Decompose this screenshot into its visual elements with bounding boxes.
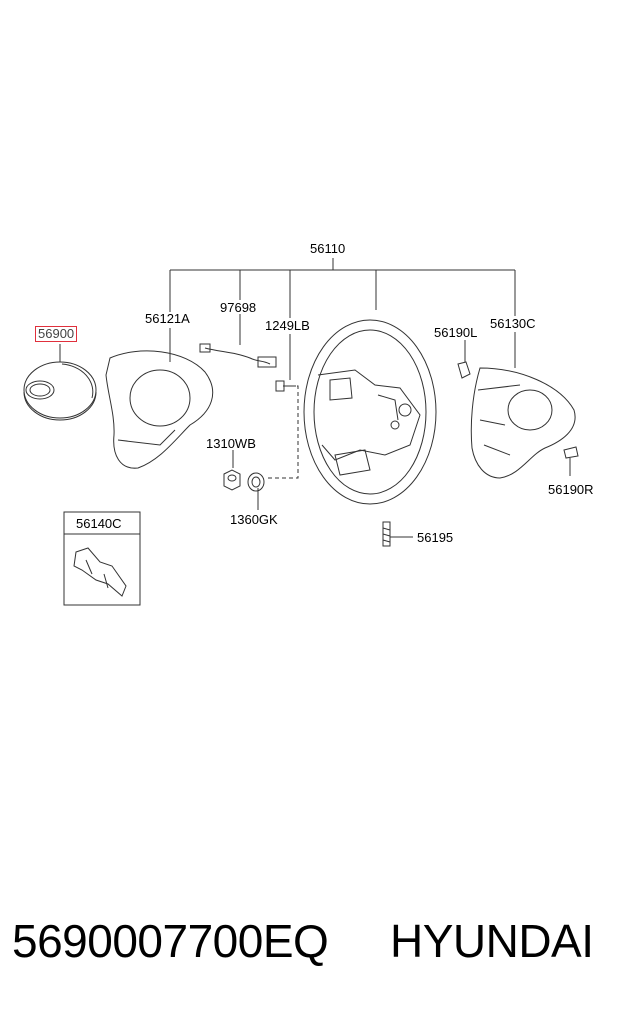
label-nut: 1310WB <box>206 436 256 451</box>
wire-harness-drawing <box>199 343 277 368</box>
label-airbag-module: 56900 <box>35 326 78 342</box>
label-screw: 56195 <box>417 530 454 545</box>
label-assembly: 56110 <box>310 241 346 256</box>
airbag-module-drawing <box>23 361 97 421</box>
brand-name: HYUNDAI <box>390 915 594 967</box>
label-switch-right: 56190R <box>548 482 594 497</box>
leader-lines <box>59 258 571 538</box>
label-horn-cover: 56121A <box>145 311 190 326</box>
label-washer: 1360GK <box>230 512 278 527</box>
part-number: 5690007700EQ <box>12 915 329 967</box>
label-wire-harness: 97698 <box>220 300 257 315</box>
switch-left-drawing <box>457 361 471 379</box>
footer: 5690007700EQ HYUNDAI <box>0 905 620 985</box>
bolt-drawing <box>275 380 296 392</box>
label-bracket-box: 56140C <box>76 516 122 531</box>
nut-drawing <box>223 469 241 491</box>
bracket-box <box>63 511 141 606</box>
screw-drawing <box>382 521 391 547</box>
steering-wheel-drawing <box>303 319 437 505</box>
label-bolt: 1249LB <box>265 318 310 333</box>
label-rear-cover: 56130C <box>490 316 536 331</box>
parts-diagram: 56110 56900 56121A 97698 1249LB 56190L 5… <box>23 241 594 606</box>
switch-right-drawing <box>563 446 579 459</box>
washer-drawing <box>247 472 265 492</box>
rear-cover-drawing <box>470 367 576 479</box>
diagram-drawing <box>23 258 579 606</box>
horn-cover-drawing <box>105 350 214 469</box>
label-switch-left: 56190L <box>434 325 478 340</box>
